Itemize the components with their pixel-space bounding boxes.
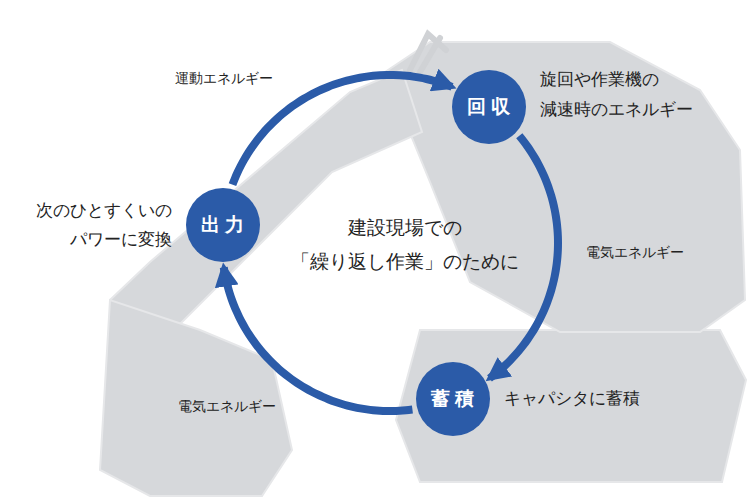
center-caption: 建設現場での 「繰り返し作業」のために	[270, 210, 540, 278]
node-description: 旋回や作業機の 減速時のエネルギー	[540, 65, 740, 125]
edge-label: 運動エネルギー	[175, 70, 273, 88]
node-title: 回収	[452, 94, 526, 120]
circle-fill	[452, 70, 526, 144]
edge-label: 電気エネルギー	[178, 398, 276, 416]
excavator-arm	[100, 300, 292, 496]
process-circle: 回収旋回や作業機の 減速時のエネルギー	[452, 70, 526, 144]
process-circle: 蓄積キャパシタに蓄積	[416, 362, 490, 436]
node-description: 次のひとすくいの パワーに変換	[2, 196, 172, 256]
node-title: 蓄積	[416, 386, 490, 412]
process-circle: 出力次のひとすくいの パワーに変換	[186, 188, 260, 262]
node-title: 出力	[186, 212, 260, 238]
excavator-hose	[420, 38, 440, 72]
node-description: キャパシタに蓄積	[504, 384, 704, 414]
flow-arrow	[224, 267, 413, 411]
excavator-track	[396, 330, 746, 482]
edge-label: 電気エネルギー	[586, 244, 684, 262]
flow-arrow	[232, 75, 452, 185]
circle-fill	[416, 362, 490, 436]
circle-fill	[186, 188, 260, 262]
